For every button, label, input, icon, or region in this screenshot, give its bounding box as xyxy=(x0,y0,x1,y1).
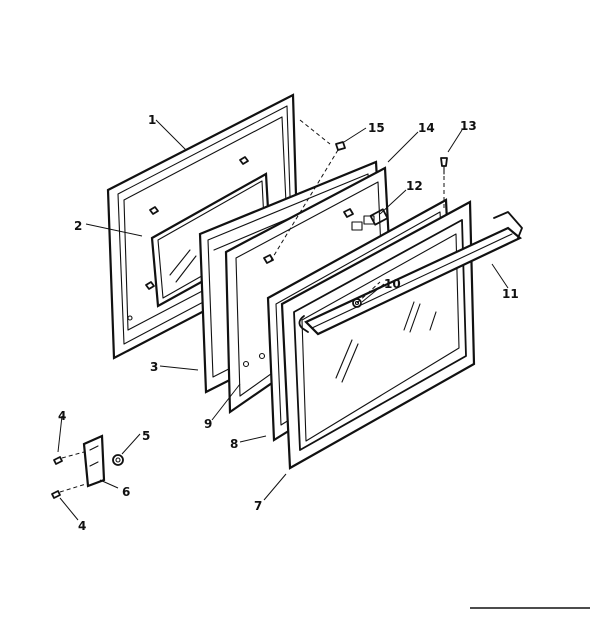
part-15-screw xyxy=(335,141,346,151)
callout-5: 5 xyxy=(142,429,150,443)
part-10-screw xyxy=(352,298,362,308)
part-13-screw xyxy=(440,157,448,175)
callout-10: 10 xyxy=(384,277,401,291)
callout-4-lower: 4 xyxy=(78,519,86,533)
callout-14: 14 xyxy=(418,121,435,135)
callout-12: 12 xyxy=(406,179,423,193)
callout-13: 13 xyxy=(460,119,477,133)
part-4-screw-upper xyxy=(53,456,63,465)
hinge-assembly xyxy=(51,434,124,499)
part-4-screw-lower xyxy=(51,490,61,499)
callout-11: 11 xyxy=(502,287,519,301)
callout-7: 7 xyxy=(254,499,262,513)
callout-9: 9 xyxy=(204,417,212,431)
assembly-lines xyxy=(269,119,445,304)
callout-15: 15 xyxy=(368,121,385,135)
part-5-nut xyxy=(112,454,124,466)
part-11-door-handle xyxy=(298,211,523,336)
callout-4-upper: 4 xyxy=(58,409,66,423)
callout-labels: 1 2 3 4 4 5 6 7 8 9 10 11 12 13 14 15 xyxy=(58,113,519,533)
callout-1: 1 xyxy=(148,113,156,127)
part-12-bracket xyxy=(369,208,389,226)
callout-2: 2 xyxy=(74,219,82,233)
callout-8: 8 xyxy=(230,437,238,451)
leader-lines xyxy=(57,119,509,521)
callout-3: 3 xyxy=(150,360,158,374)
callout-6: 6 xyxy=(122,485,130,499)
